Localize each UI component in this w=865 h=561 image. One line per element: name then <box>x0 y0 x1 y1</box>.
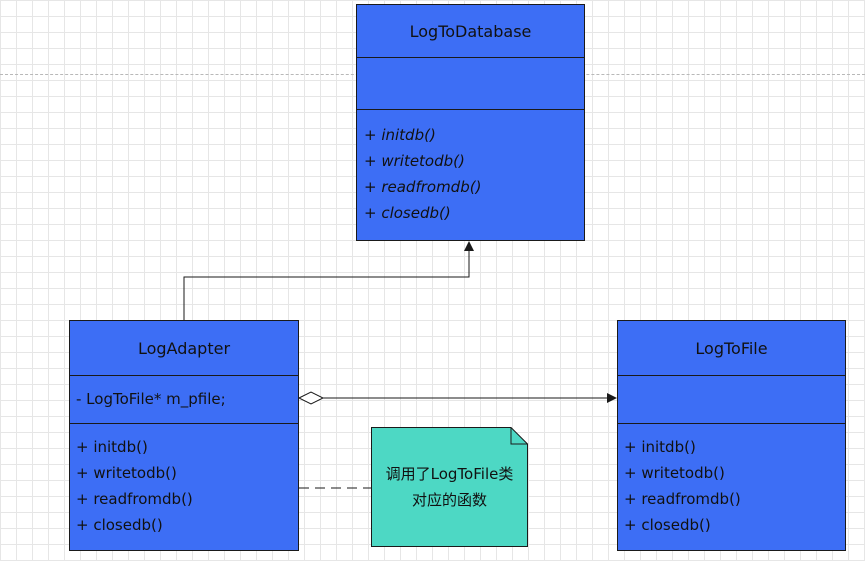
inheritance-connector[interactable] <box>183 250 470 320</box>
aggregation-diamond <box>297 391 325 405</box>
class-log-to-database[interactable]: LogToDatabase + initdb() + writetodb() +… <box>356 4 585 241</box>
note-box[interactable]: 调用了LogToFile类 对应的函数 <box>371 427 528 547</box>
method-writetodb: + writetodb() <box>76 464 177 482</box>
class-attributes <box>618 376 845 424</box>
method-readfromdb: + readfromdb() <box>624 490 741 508</box>
class-attributes <box>357 58 584 110</box>
method-initdb: + initdb() <box>624 438 696 456</box>
inheritance-arrowhead <box>464 241 474 251</box>
method-initdb: + initdb() <box>364 126 436 144</box>
class-log-to-file[interactable]: LogToFile + initdb() + writetodb() + rea… <box>617 320 846 551</box>
method-closedb: + closedb() <box>76 516 163 534</box>
note-line-1: 调用了LogToFile类 <box>385 465 514 483</box>
method-readfromdb: + readfromdb() <box>364 178 482 196</box>
class-name: LogToDatabase <box>357 5 584 58</box>
class-name: LogToFile <box>618 321 845 376</box>
class-log-adapter[interactable]: LogAdapter - LogToFile* m_pfile; + initd… <box>69 320 299 551</box>
method-closedb: + closedb() <box>624 516 711 534</box>
class-methods: + initdb() + writetodb() + readfromdb() … <box>618 424 845 540</box>
class-attributes: - LogToFile* m_pfile; <box>70 376 298 424</box>
method-writetodb: + writetodb() <box>624 464 725 482</box>
class-methods: + initdb() + writetodb() + readfromdb() … <box>70 424 298 540</box>
method-closedb: + closedb() <box>364 204 451 222</box>
class-methods: + initdb() + writetodb() + readfromdb() … <box>357 110 584 228</box>
aggregation-arrowhead <box>607 393 617 403</box>
method-readfromdb: + readfromdb() <box>76 490 193 508</box>
method-writetodb: + writetodb() <box>364 152 465 170</box>
class-name: LogAdapter <box>70 321 298 376</box>
note-text: 调用了LogToFile类 对应的函数 <box>371 461 528 513</box>
note-line-2: 对应的函数 <box>411 491 487 509</box>
method-initdb: + initdb() <box>76 438 148 456</box>
note-shape <box>371 427 528 547</box>
